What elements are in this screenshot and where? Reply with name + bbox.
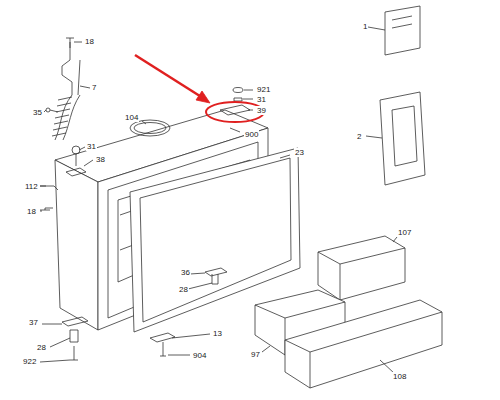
callout-number: 31 [86, 142, 97, 151]
callout-number: 921 [256, 85, 271, 94]
callout-number: 13 [212, 329, 223, 338]
callout-number: 7 [91, 83, 97, 92]
callout-number: 900 [244, 130, 259, 139]
callout-number: 37 [28, 318, 39, 327]
callout-number: 18 [26, 207, 37, 216]
callout-number: 36 [180, 268, 191, 277]
callout-number: 97 [250, 350, 261, 359]
callout-number: 35 [32, 108, 43, 117]
callout-number: 922 [22, 357, 37, 366]
callout-number: 104 [124, 113, 139, 122]
callout-number: 31 [256, 95, 267, 104]
callout-number: 38 [95, 155, 106, 164]
callout-number: 108 [392, 372, 407, 381]
callout-number: 39 [256, 106, 267, 115]
callout-number: 23 [294, 148, 305, 157]
callout-number: 18 [84, 37, 95, 46]
callout-number: 112 [24, 182, 39, 191]
callout-number: 904 [192, 351, 207, 360]
callout-number: 28 [36, 343, 47, 352]
callout-number: 1 [362, 22, 368, 31]
callout-number: 2 [356, 132, 362, 141]
callout-number: 107 [397, 228, 412, 237]
callout-number: 28 [178, 285, 189, 294]
